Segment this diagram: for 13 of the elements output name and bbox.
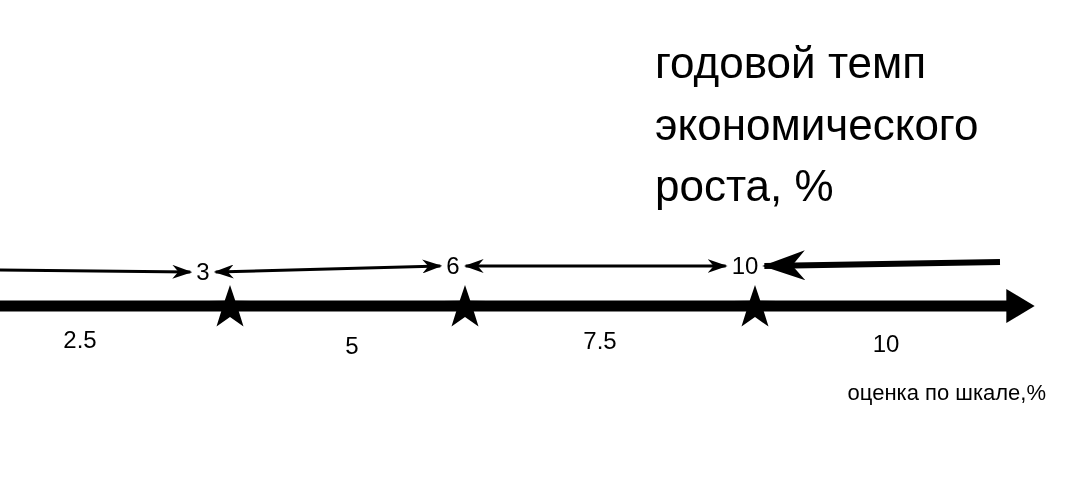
axis-title: оценка по шкале,% bbox=[846, 379, 1046, 407]
arrow bbox=[762, 250, 1001, 281]
scale-value: 6 bbox=[446, 252, 460, 280]
scale-value: 10 bbox=[872, 330, 900, 358]
scale-value: 2.5 bbox=[63, 326, 97, 354]
scale-value: 5 bbox=[345, 332, 359, 360]
arrow bbox=[213, 259, 443, 279]
scale-value: 7.5 bbox=[583, 327, 617, 355]
scale-value: 10 bbox=[731, 252, 759, 280]
arrow bbox=[463, 259, 728, 273]
scale-value: 3 bbox=[196, 258, 210, 286]
arrow bbox=[0, 264, 193, 279]
axis-title: годовой темп экономического роста, % bbox=[655, 37, 980, 213]
